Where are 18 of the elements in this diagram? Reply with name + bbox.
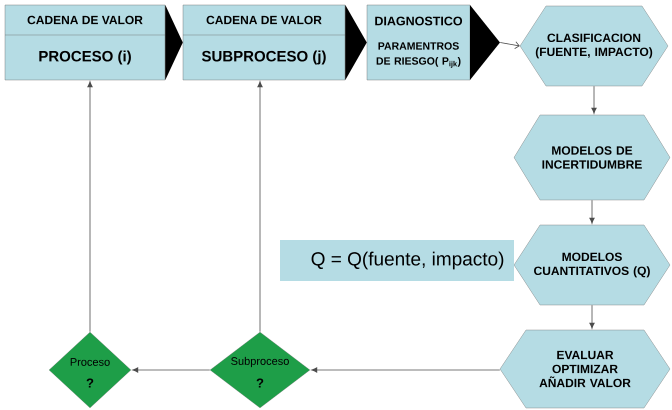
arrow [132, 367, 210, 373]
arrow [589, 304, 595, 329]
process-hexagon: CLASIFICACION (FUENTE, IMPACTO) [520, 6, 668, 86]
process-box: CADENA DE VALOR SUBPROCESO (j) [182, 4, 346, 80]
process-box: CADENA DE VALOR PROCESO (i) [4, 4, 166, 80]
process-hexagon: EVALUAR OPTIMIZAR AÑADIR VALOR [500, 330, 670, 408]
process-hexagon: MODELOS DE INCERTIDUMBRE [514, 114, 670, 200]
chevron-arrow [165, 4, 183, 80]
process-hexagon: MODELOS CUANTITATIVOS (Q) [514, 224, 670, 306]
chevron-arrow [345, 4, 367, 80]
arrow [589, 200, 595, 224]
formula-box: Q = Q(fuente, impacto) [280, 240, 514, 281]
arrow [87, 81, 93, 332]
arrow [591, 86, 597, 114]
arrow [500, 41, 520, 50]
diagnosis-box: DIAGNOSTICO PARAMENTROS DE RIESGO( P$_{ijk}$) [366, 4, 500, 80]
arrow [311, 367, 500, 373]
arrow [257, 81, 263, 332]
